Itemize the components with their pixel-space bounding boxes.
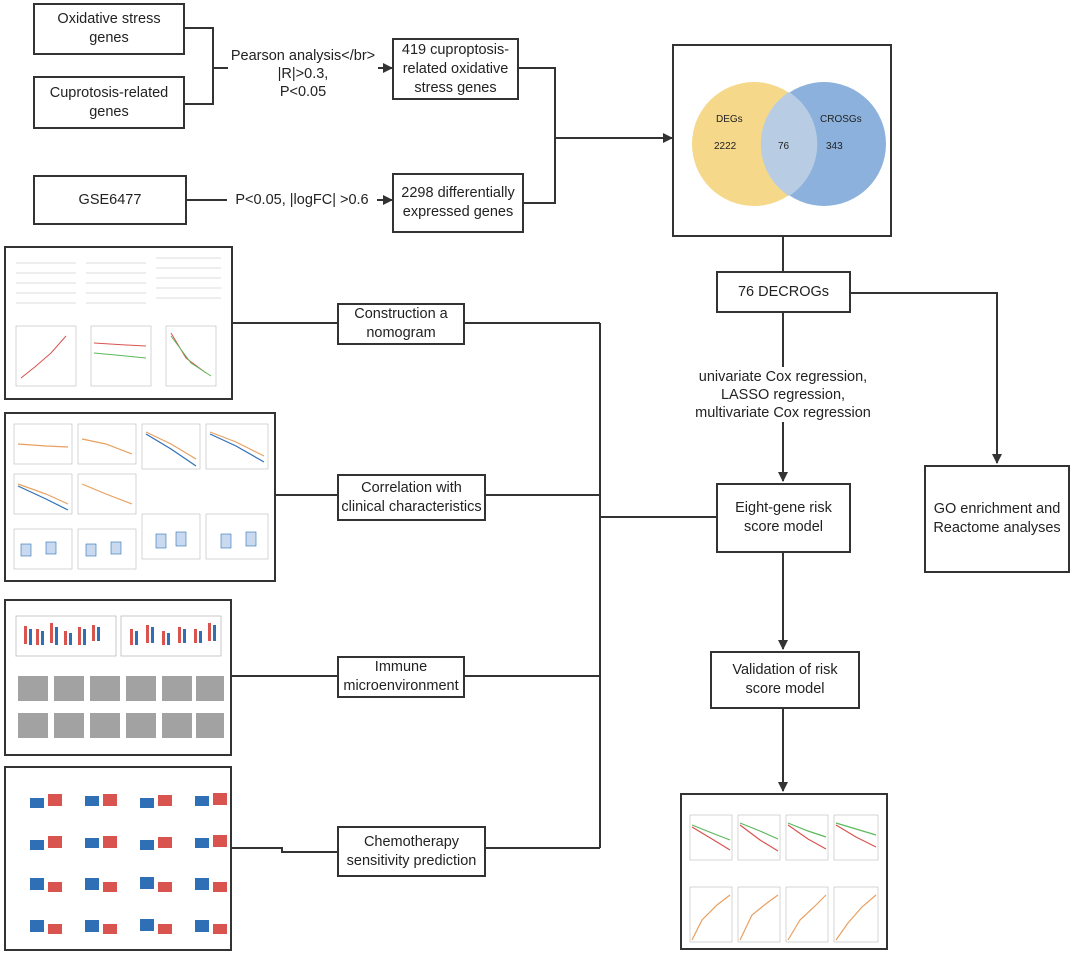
pearson-label: Pearson analysis</br> |R|>0.3, P<0.05: [228, 47, 378, 101]
decrogs-label: 76 DECROGs: [737, 283, 830, 300]
clinical-figure-panel: [4, 412, 276, 582]
cuproptosis-genes-label: Cuprotosis-related genes: [49, 84, 169, 120]
validation-figure-panel: [680, 793, 888, 950]
chemo-box: Chemotherapy sensitivity prediction: [337, 826, 486, 877]
venn-left-count: 2222: [714, 141, 737, 152]
cros-419-label: 419 cuproptosis- related oxidative stres…: [401, 41, 510, 96]
chemo-label: Chemotherapy sensitivity prediction: [346, 833, 477, 869]
deg-2298-label: 2298 differentially expressed genes: [401, 185, 515, 220]
validation-figure-thumbnail: [689, 814, 879, 943]
clinical-label: Correlation with clinical characteristic…: [341, 479, 482, 515]
arrow-to-go: [851, 292, 1002, 464]
chemo-figure-thumbnail: [30, 793, 227, 934]
oxidative-stress-genes-box: Oxidative stress genes: [33, 3, 185, 55]
venn-diagram: DEGs 2222 76 CROSGs 343: [692, 82, 886, 206]
clinical-box: Correlation with clinical characteristic…: [337, 474, 486, 521]
clinical-figure-thumbnail: [13, 423, 269, 570]
cros-419-box: 419 cuproptosis- related oxidative stres…: [392, 38, 519, 100]
venn-right-label: CROSGs: [820, 114, 862, 125]
immune-figure-thumbnail: [15, 615, 224, 738]
nomogram-box: Construction a nomogram: [337, 303, 465, 345]
chemo-figure-panel: [4, 766, 232, 951]
immune-label: Immune microenvironment: [343, 659, 459, 694]
eight-gene-model-box: Eight-gene risk score model: [716, 483, 851, 553]
connector-oxidative: [185, 27, 214, 105]
venn-right-count: 343: [826, 141, 843, 152]
deg-2298-box: 2298 differentially expressed genes: [392, 173, 524, 233]
go-enrichment-label: GO enrichment and Reactome analyses: [933, 501, 1061, 536]
gse6477-box: GSE6477: [33, 175, 187, 225]
decrogs-box: 76 DECROGs: [716, 271, 851, 313]
nomogram-label: Construction a nomogram: [354, 306, 448, 341]
regression-label: univariate Cox regression, LASSO regress…: [688, 368, 878, 422]
nomogram-figure-panel: [4, 246, 233, 400]
connector-chemo: [232, 847, 600, 853]
immune-figure-panel: [4, 599, 232, 756]
validation-box: Validation of risk score model: [710, 651, 860, 709]
nomogram-figure-thumbnail: [15, 257, 221, 387]
immune-box: Immune microenvironment: [337, 656, 465, 698]
eight-gene-model-label: Eight-gene risk score model: [735, 500, 832, 535]
oxidative-stress-genes-label: Oxidative stress genes: [57, 11, 161, 46]
go-enrichment-box: GO enrichment and Reactome analyses: [924, 465, 1070, 573]
venn-overlap-count: 76: [778, 141, 790, 152]
connector-419: [519, 67, 556, 204]
validation-label: Validation of risk score model: [732, 662, 838, 697]
venn-left-label: DEGs: [716, 114, 743, 125]
venn-overlap: [760, 92, 818, 196]
venn-panel: DEGs 2222 76 CROSGs 343: [672, 44, 892, 237]
cuproptosis-genes-box: Cuprotosis-related genes: [33, 76, 185, 129]
gse6477-label: GSE6477: [78, 191, 142, 208]
deg-filter-label: P<0.05, |logFC| >0.6: [227, 191, 377, 209]
